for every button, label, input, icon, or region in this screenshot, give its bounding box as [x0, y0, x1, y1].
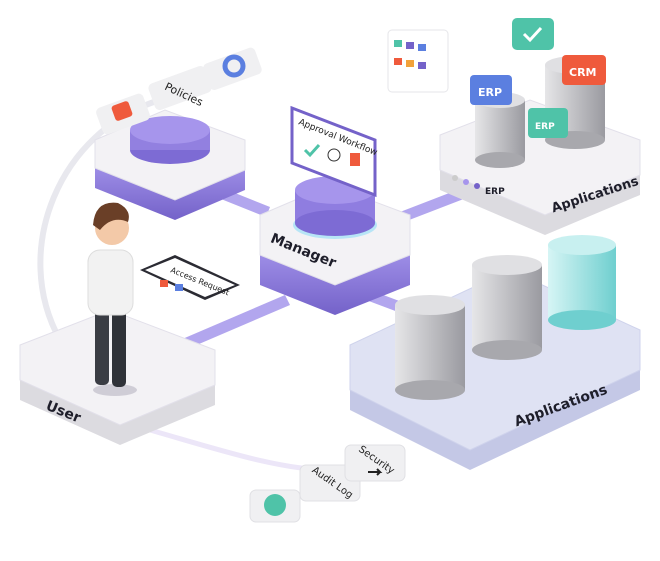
gear-icon: [222, 54, 246, 78]
clock-icon: [327, 148, 341, 162]
erp-badge-label: ERP: [485, 187, 505, 197]
person-figure: [87, 202, 137, 396]
database-stacks-bottom: [395, 235, 616, 400]
policies-node[interactable]: [94, 109, 246, 220]
flow-arc-bottom: [149, 427, 331, 473]
app-grid-card: [387, 29, 449, 93]
document-icon: [350, 153, 360, 166]
checkmark-icon: [522, 26, 543, 43]
pdf-icon: [111, 101, 133, 121]
status-dots: [452, 175, 480, 189]
arrow-icon: [368, 468, 383, 476]
app-tags: ERP CRM ERP: [387, 18, 606, 138]
manager-node[interactable]: Manager: [259, 176, 411, 315]
checkmark-icon: [303, 143, 321, 158]
policy-tiles: Policies: [96, 47, 262, 135]
tag-crm: CRM: [569, 66, 597, 79]
approval-workflow-panel: Approval Workflow: [290, 105, 379, 198]
access-request-tablet: Access Request: [140, 255, 240, 300]
audit-tiles: Audit Log Security: [249, 444, 406, 523]
tag-erp: ERP: [478, 86, 502, 99]
tag-erp-2: ERP: [535, 122, 555, 132]
wave-icon: [264, 494, 286, 516]
